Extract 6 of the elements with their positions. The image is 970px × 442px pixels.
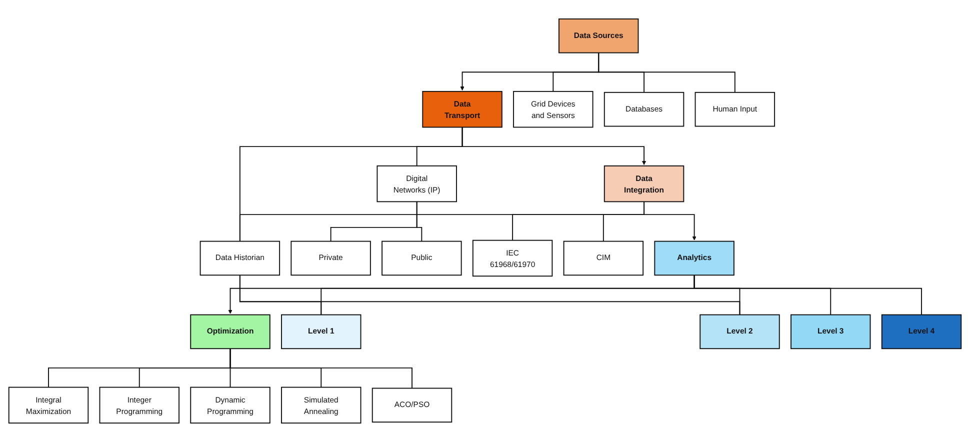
- connector: [694, 274, 922, 316]
- connector: [416, 201, 422, 242]
- connector: [230, 348, 412, 389]
- connector: [239, 201, 645, 242]
- connector: [598, 52, 736, 93]
- connector: [239, 126, 463, 242]
